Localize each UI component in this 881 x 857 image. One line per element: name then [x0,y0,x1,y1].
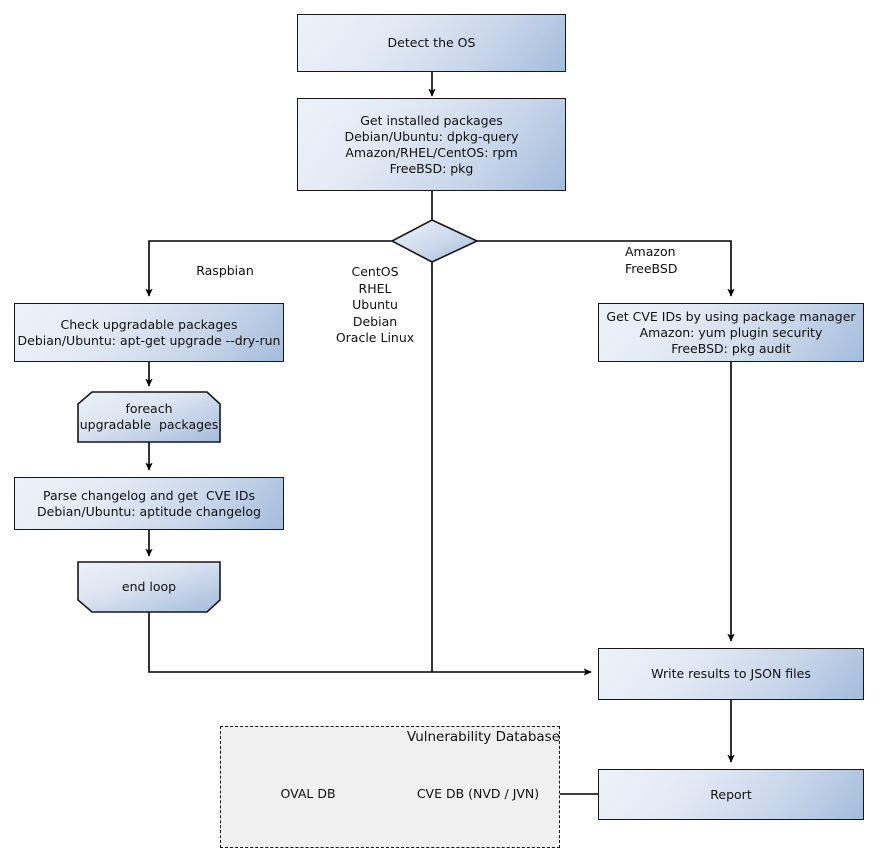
node-get-cve-ids-label: Get CVE IDs by using package manager Ama… [606,308,856,356]
node-detect-os[interactable]: Detect the OS [297,14,566,72]
node-check-upgradable-label: Check upgradable packages Debian/Ubuntu:… [17,316,281,348]
vulnerability-database-group [220,726,560,848]
node-end-loop-label: end loop [121,578,177,594]
node-parse-changelog-label: Parse changelog and get CVE IDs Debian/U… [37,487,261,519]
node-detect-os-label: Detect the OS [387,35,476,50]
node-parse-changelog[interactable]: Parse changelog and get CVE IDs Debian/U… [14,477,284,530]
node-report-label: Report [710,786,752,802]
node-get-cve-ids[interactable]: Get CVE IDs by using package manager Ama… [598,303,864,362]
node-report[interactable]: Report [598,769,864,820]
edge-label-amazon-freebsd: Amazon FreeBSD [625,244,678,276]
edge-label-raspbian: Raspbian [196,263,254,278]
node-foreach-loop-label: foreach upgradable packages [79,400,219,432]
node-write-results-label: Write results to JSON files [651,666,811,681]
decision-diamond [390,219,479,263]
node-write-results[interactable]: Write results to JSON files [598,648,864,700]
edge-endloop-to-write-results [148,612,592,676]
vulnerability-database-group-title: Vulnerability Database [406,729,560,745]
node-check-upgradable[interactable]: Check upgradable packages Debian/Ubuntu:… [14,303,284,362]
node-get-installed-packages[interactable]: Get installed packages Debian/Ubuntu: dp… [297,98,566,191]
node-end-loop[interactable]: end loop [78,562,220,612]
foreach-loop-outline [77,391,221,443]
node-foreach-loop[interactable]: foreach upgradable packages [78,392,220,442]
end-loop-outline [77,561,221,613]
edge-label-center-oses: CentOS RHEL Ubuntu Debian Oracle Linux [335,264,415,345]
node-get-installed-packages-label: Get installed packages Debian/Ubuntu: dp… [344,112,519,176]
